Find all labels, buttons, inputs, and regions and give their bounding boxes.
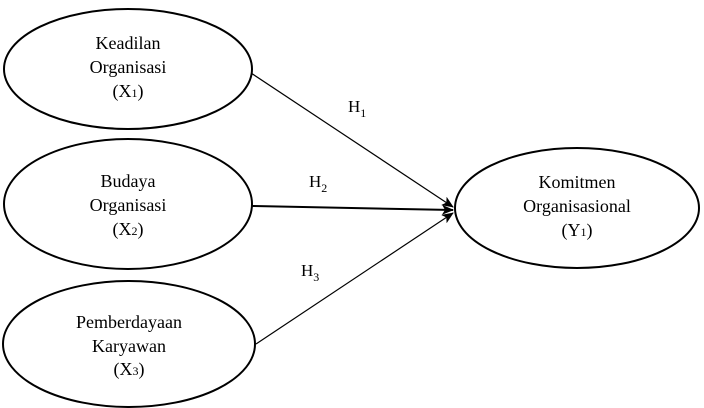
node-x3-variable: (X3) — [114, 359, 145, 380]
edge-label-h1: H1 — [348, 97, 366, 120]
svg-text:H1: H1 — [348, 97, 366, 120]
node-y1-ellipse — [454, 147, 700, 269]
node-y1-line2: Organisasional — [523, 196, 631, 216]
node-x1-ellipse — [3, 8, 253, 130]
node-x2-ellipse — [3, 138, 253, 270]
node-x1-line1: Keadilan — [96, 33, 161, 53]
node-komitmen-organisasional: Komitmen Organisasional (Y1) — [454, 147, 700, 269]
edge-h2-line — [251, 204, 454, 215]
node-budaya-organisasi: Budaya Organisasi (X2) — [3, 138, 253, 270]
edge-h3-line — [255, 212, 454, 345]
node-x3-ellipse — [2, 280, 256, 408]
node-x2-line1: Budaya — [101, 171, 156, 191]
node-x3-line2: Karyawan — [92, 336, 166, 356]
node-keadilan-organisasi: Keadilan Organisasi (X1) — [3, 8, 253, 130]
edge-h1-line — [250, 72, 454, 208]
node-x1-variable: (X1) — [113, 81, 144, 102]
edge-label-h2: H2 — [309, 172, 327, 195]
node-x1-line2: Organisasi — [90, 57, 167, 77]
edge-h2 — [251, 204, 454, 215]
node-x2-variable: (X2) — [113, 219, 144, 240]
node-y1-line1: Komitmen — [539, 172, 616, 192]
svg-text:H3: H3 — [301, 261, 319, 284]
edge-h3 — [255, 212, 454, 345]
node-y1-variable: (Y1) — [562, 220, 593, 241]
node-pemberdayaan-karyawan: Pemberdayaan Karyawan (X3) — [2, 280, 256, 408]
svg-text:H2: H2 — [309, 172, 327, 195]
node-x2-line2: Organisasi — [90, 195, 167, 215]
node-x3-line1: Pemberdayaan — [76, 312, 182, 332]
edge-label-h3: H3 — [301, 261, 319, 284]
edge-h1 — [250, 72, 454, 208]
